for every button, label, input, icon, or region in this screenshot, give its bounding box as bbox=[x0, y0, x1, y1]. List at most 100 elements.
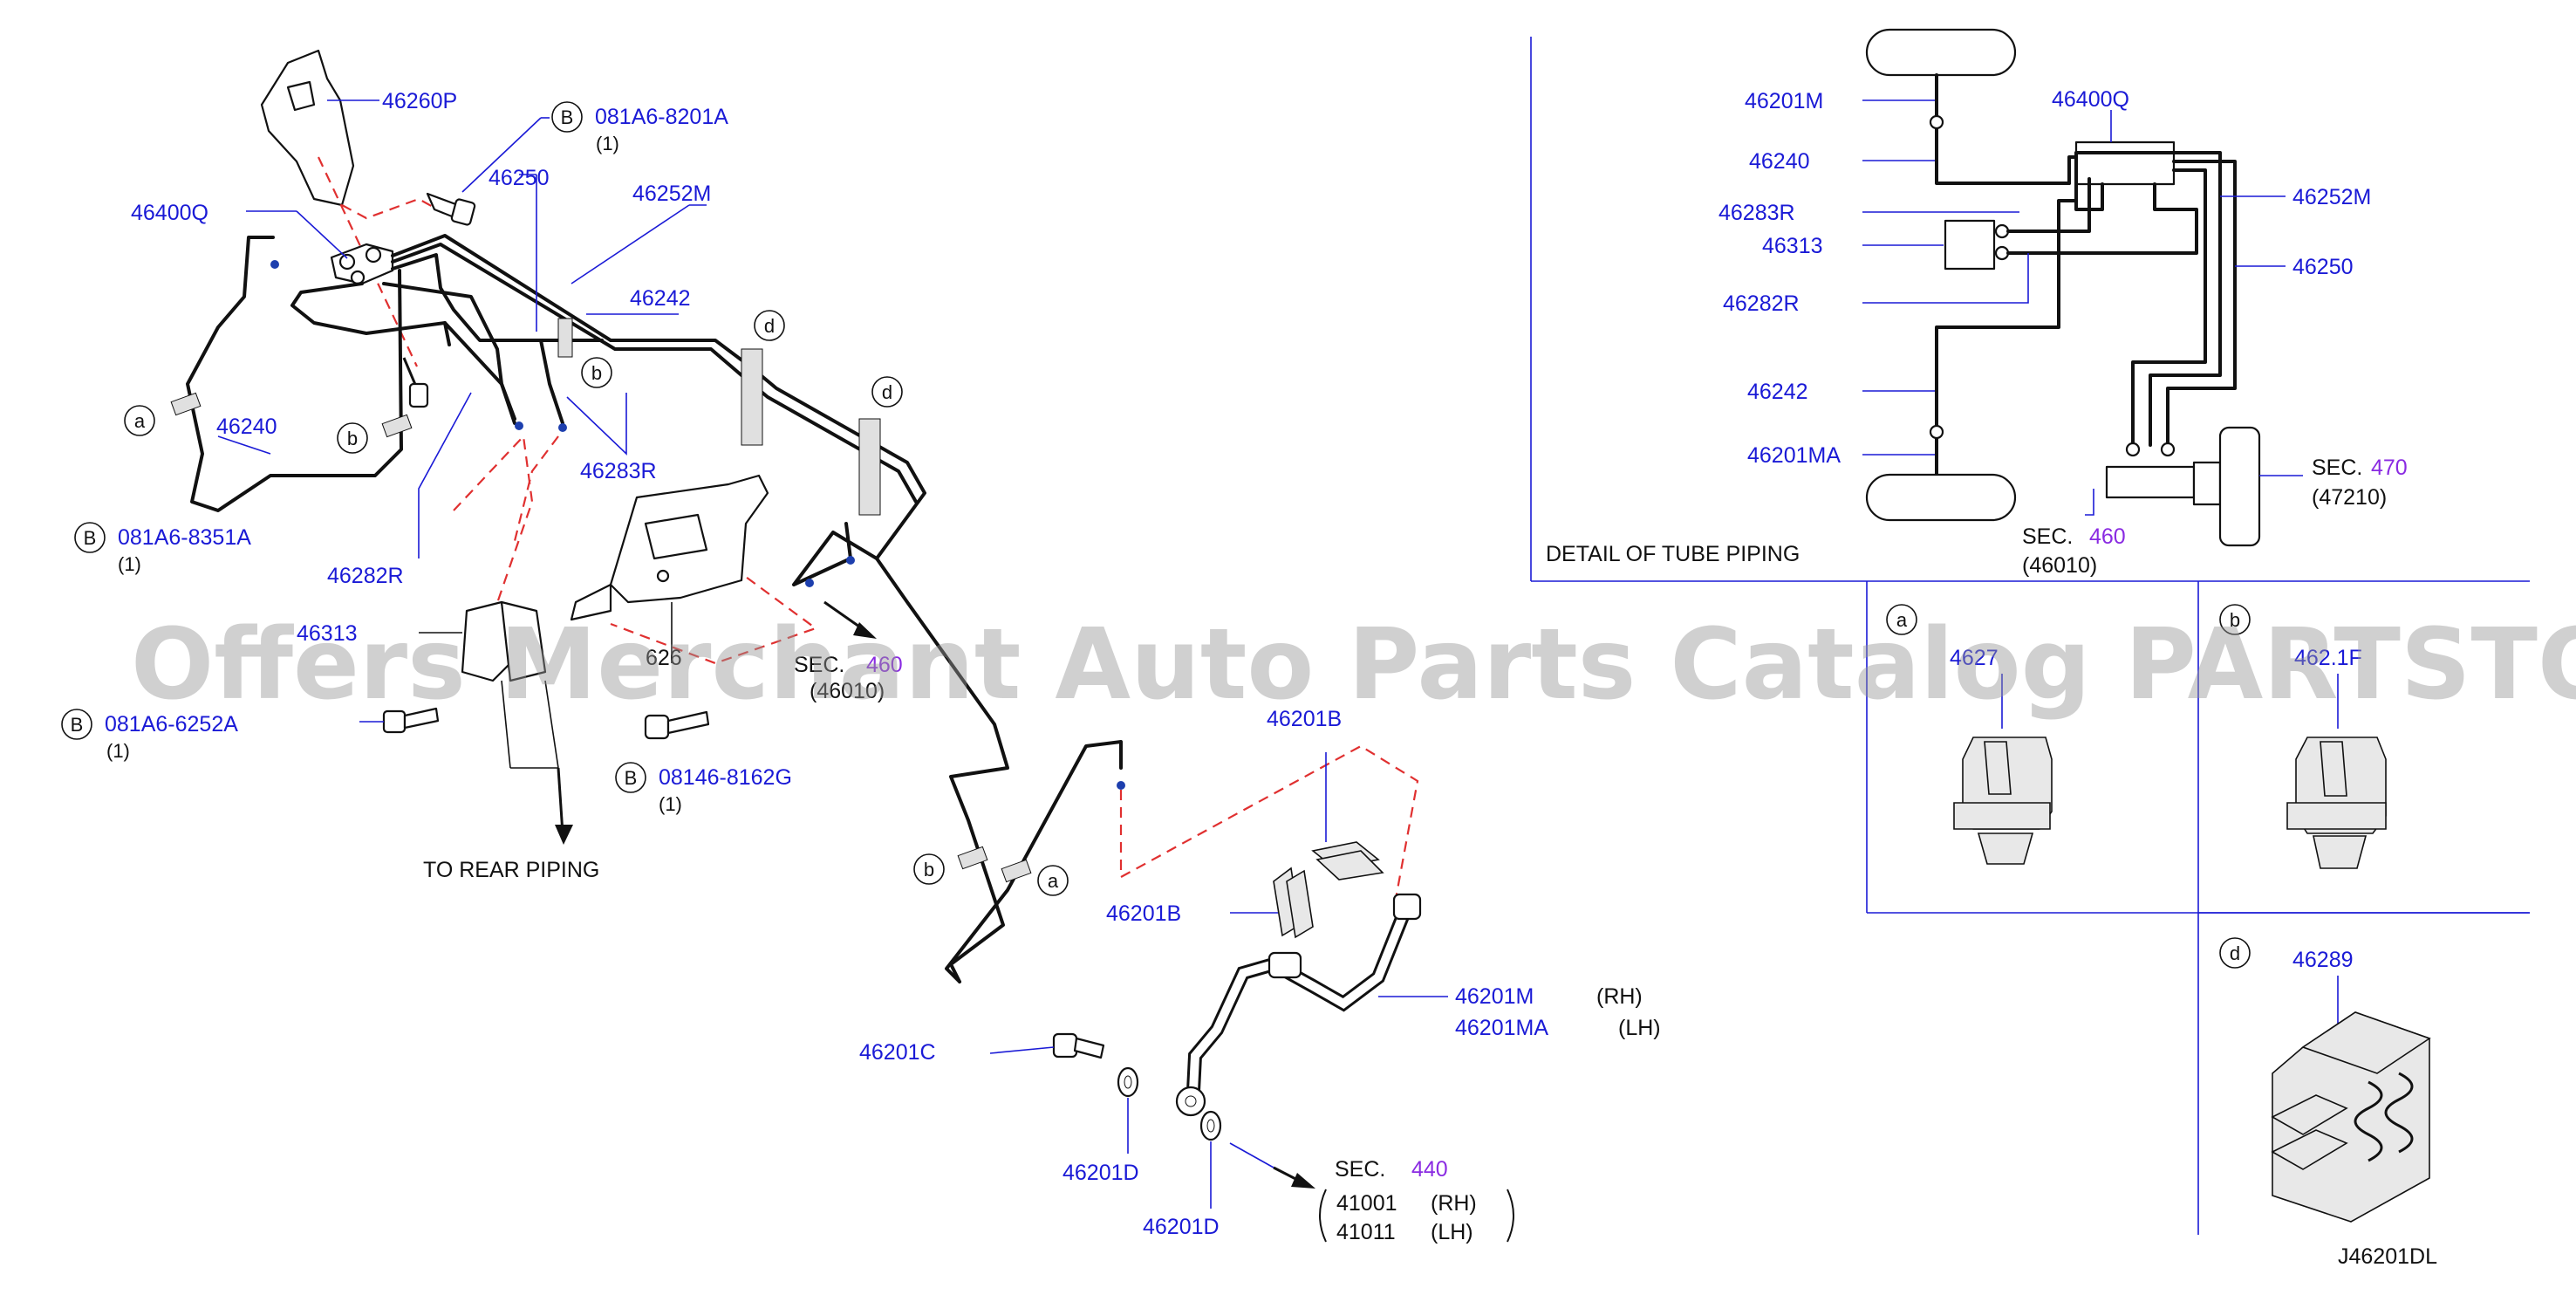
clip-46271-shape bbox=[1953, 737, 2053, 865]
brake-booster-shape bbox=[2218, 426, 2261, 547]
detail-schematic: 46201M 46240 46400Q 46252M 46283R 46313 … bbox=[1718, 28, 2408, 578]
label-46282R: 46282R bbox=[327, 564, 404, 588]
sec440-callout: SEC. 440 41001 (RH) 41011 (LH) bbox=[1229, 1142, 1514, 1244]
valve-46313: 46313 TO REAR PIPING bbox=[297, 600, 599, 882]
detail-46201MA-label: 46201MA bbox=[1747, 443, 1841, 468]
bolt-46201C: 46201C bbox=[859, 1032, 1105, 1065]
inset-a-circle-label: a bbox=[1896, 609, 1908, 631]
bolt-081A6-6252A: B 081A6-6252A (1) bbox=[61, 707, 440, 762]
inset-d-circle-label: d bbox=[2230, 942, 2240, 964]
sec460-main-text: SEC. bbox=[794, 653, 844, 677]
label-626: 626 bbox=[646, 646, 682, 670]
label-46250: 46250 bbox=[489, 166, 550, 190]
detail-46201M-label: 46201M bbox=[1745, 89, 1823, 113]
marker-b-1: b bbox=[347, 428, 358, 449]
master-cylinder-shape bbox=[2105, 465, 2196, 499]
sec460-main-sub: (46010) bbox=[810, 679, 885, 703]
inset-d: d 46289 bbox=[2219, 937, 2431, 1223]
qty-081A6-8201A: (1) bbox=[596, 133, 619, 154]
tube-tags bbox=[170, 318, 1032, 883]
reference-markers: a b b d d b a bbox=[124, 310, 1069, 896]
label-46201B-top: 46201B bbox=[1267, 707, 1342, 731]
label-46201MA-lh: (LH) bbox=[1618, 1016, 1661, 1040]
label-081A6-8201A: 081A6-8201A bbox=[595, 105, 728, 129]
bolt-081A6-8201A: B 081A6-8201A (1) bbox=[426, 101, 728, 226]
detail-title: DETAIL OF TUBE PIPING bbox=[1546, 542, 1800, 566]
sec460-main-callout: SEC. 460 (46010) bbox=[794, 600, 903, 703]
detail-46313-label: 46313 bbox=[1762, 234, 1823, 258]
detail-46240-label: 46240 bbox=[1749, 149, 1810, 174]
washers-46201D: 46201D 46201D bbox=[1063, 1066, 1222, 1239]
marker-b-2: b bbox=[591, 362, 602, 384]
label-46313: 46313 bbox=[297, 621, 358, 646]
to-rear-piping: TO REAR PIPING bbox=[423, 858, 599, 882]
label-46201MA: 46201MA bbox=[1455, 1016, 1548, 1040]
label-46400Q: 46400Q bbox=[131, 201, 208, 225]
marker-a-1: a bbox=[134, 410, 146, 432]
inset-b-part-label: 462.1F bbox=[2294, 646, 2362, 670]
label-46240: 46240 bbox=[216, 415, 277, 439]
watermark: Offers Merchant Auto Parts Catalog PARTS… bbox=[131, 608, 2576, 722]
detail-sec470-sub: (47210) bbox=[2312, 485, 2387, 510]
label-46201B-bot: 46201B bbox=[1106, 901, 1181, 926]
sec440-num: 440 bbox=[1411, 1157, 1448, 1182]
clip-46201B: 46201B 46201B bbox=[1106, 707, 1384, 939]
detail-sec470-text: SEC. bbox=[2312, 456, 2362, 480]
label-41011-lh: (LH) bbox=[1431, 1220, 1473, 1244]
label-46242: 46242 bbox=[630, 286, 691, 311]
label-08146-8162G: 08146-8162G bbox=[659, 765, 792, 790]
label-41011: 41011 bbox=[1336, 1220, 1396, 1244]
label-081A6-8351A: 081A6-8351A bbox=[118, 525, 251, 550]
detail-sec460-text: SEC. bbox=[2022, 524, 2073, 549]
bottom-caliper-shape bbox=[1865, 473, 2017, 522]
valve-46400Q: 46400Q bbox=[131, 201, 394, 285]
bolt-081A6-8351A: B 081A6-8351A (1) bbox=[74, 357, 429, 575]
clip-46289-shape bbox=[2271, 1011, 2431, 1223]
valve-46313-shape bbox=[1944, 219, 1996, 271]
circle-B-2: B bbox=[84, 527, 97, 549]
sec440-text: SEC. bbox=[1335, 1157, 1385, 1182]
detail-panel: DETAIL OF TUBE PIPING bbox=[1530, 37, 2530, 1235]
valve-46400Q-shape bbox=[2074, 140, 2176, 186]
marker-d-1: d bbox=[764, 315, 775, 337]
label-46283R: 46283R bbox=[580, 459, 657, 483]
label-41001: 41001 bbox=[1336, 1191, 1397, 1216]
inset-d-part-label: 46289 bbox=[2292, 948, 2354, 972]
bolt-08146-8162G: B 08146-8162G (1) bbox=[615, 710, 792, 815]
circle-B-1: B bbox=[561, 106, 574, 128]
detail-46252M-label: 46252M bbox=[2292, 185, 2371, 209]
clip-4621F-shape bbox=[2286, 737, 2387, 869]
label-081A6-6252A: 081A6-6252A bbox=[105, 712, 238, 737]
bracket-626: 626 bbox=[570, 474, 769, 670]
detail-sec460-num: 460 bbox=[2089, 524, 2126, 549]
inset-a: a 4627 bbox=[1886, 604, 2053, 865]
marker-d-2: d bbox=[882, 381, 892, 403]
circle-B-4: B bbox=[625, 767, 638, 789]
qty-08146-8162G: (1) bbox=[659, 793, 682, 815]
detail-46282R-label: 46282R bbox=[1723, 291, 1800, 316]
brake-hose-46201M: 46201M (RH) 46201MA (LH) bbox=[1175, 893, 1661, 1117]
detail-sec460-sub: (46010) bbox=[2022, 553, 2097, 578]
inset-b-circle-label: b bbox=[2230, 609, 2240, 631]
detail-46250-label: 46250 bbox=[2292, 255, 2354, 279]
top-caliper-shape bbox=[1865, 28, 2017, 77]
bracket-46260P: 46260P bbox=[260, 49, 457, 207]
detail-46242-label: 46242 bbox=[1747, 380, 1808, 404]
label-46252M: 46252M bbox=[632, 182, 711, 206]
label-41001-rh: (RH) bbox=[1431, 1191, 1477, 1216]
label-46201D-2: 46201D bbox=[1143, 1215, 1220, 1239]
circle-B-3: B bbox=[71, 714, 84, 736]
detail-sec470-num: 470 bbox=[2371, 456, 2408, 480]
detail-46400Q-label: 46400Q bbox=[2052, 87, 2129, 112]
inset-b: b 462.1F bbox=[2219, 604, 2387, 869]
qty-081A6-8351A: (1) bbox=[118, 553, 141, 575]
inset-a-part-label: 4627 bbox=[1950, 646, 1999, 670]
detail-46283R-label: 46283R bbox=[1718, 201, 1795, 225]
qty-081A6-6252A: (1) bbox=[106, 740, 130, 762]
sec460-main-num: 460 bbox=[866, 653, 903, 677]
label-46201C: 46201C bbox=[859, 1040, 936, 1065]
label-46201D-1: 46201D bbox=[1063, 1161, 1139, 1185]
label-46260P: 46260P bbox=[382, 89, 457, 113]
label-46201M-rh: (RH) bbox=[1596, 984, 1643, 1009]
